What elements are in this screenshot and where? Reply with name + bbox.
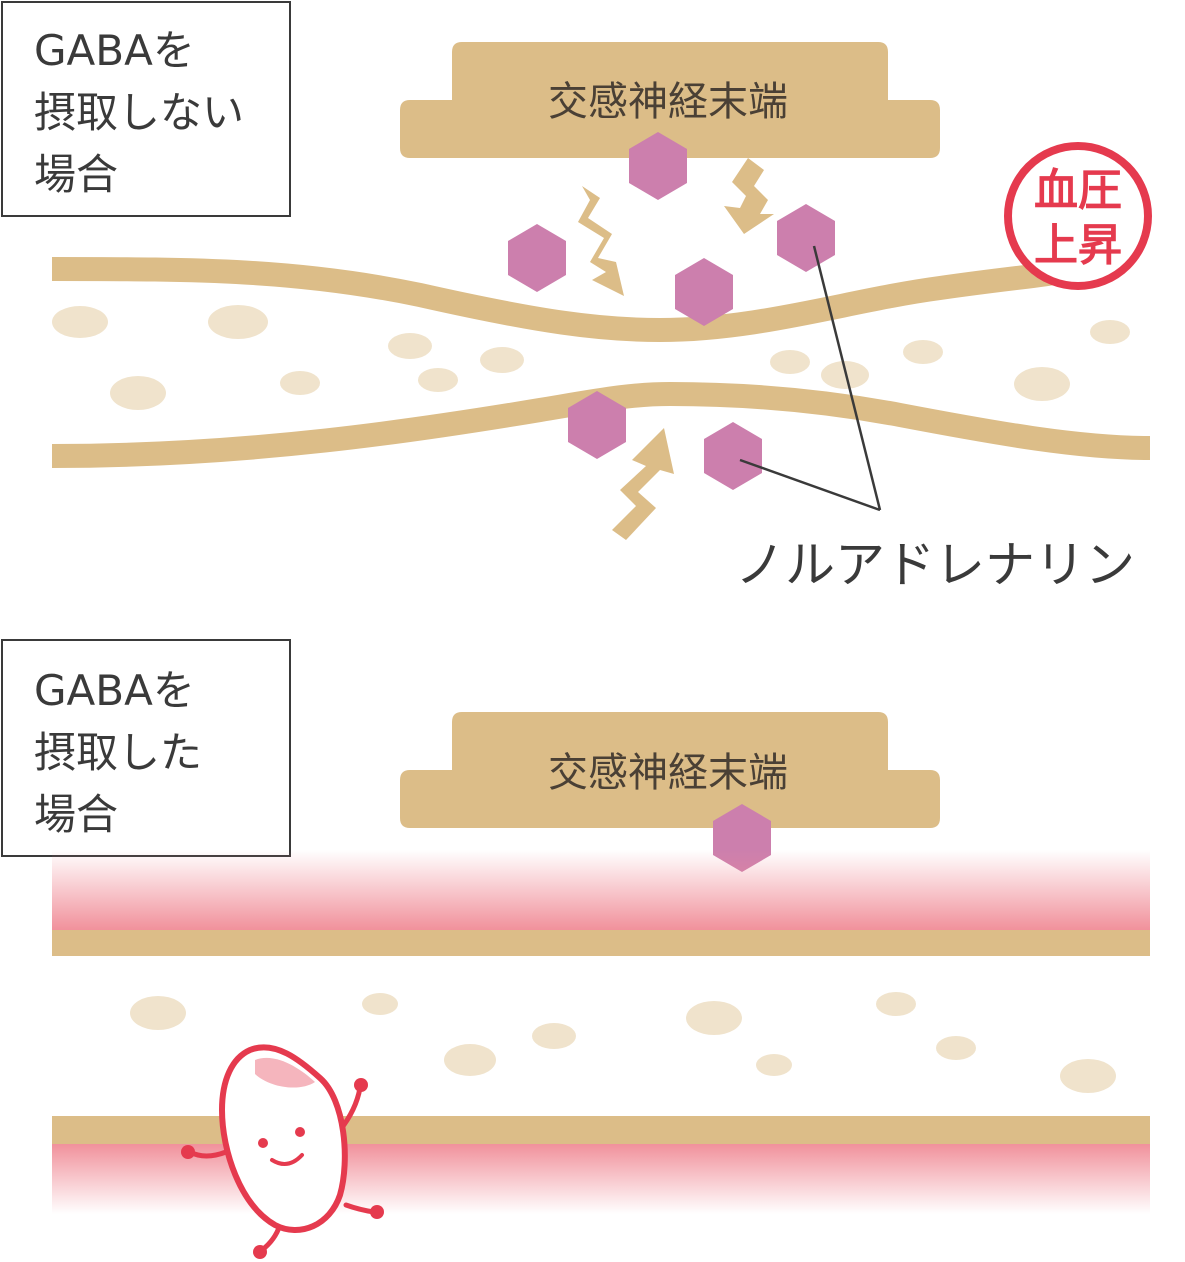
blood-cell — [936, 1036, 976, 1060]
blood-cell — [532, 1023, 576, 1049]
blood-cell — [686, 1001, 742, 1035]
sympathetic-nerve-terminal-top: 交感神経末端 — [400, 42, 940, 158]
panel-without-gaba: GABAを 摂取しない 場合 交感神経末端 — [1, 1, 1152, 594]
label-line-1: GABAを — [34, 26, 195, 75]
blood-cell — [480, 347, 524, 373]
blood-cell — [770, 350, 810, 374]
blood-cell — [280, 371, 320, 395]
lightning-arrow-icon — [578, 186, 624, 296]
noradrenaline-hexagon-icon — [777, 204, 835, 272]
badge-line-1: 血圧 — [1034, 165, 1122, 216]
noradrenaline-hexagon-icon — [704, 422, 762, 490]
signal-arrows-top — [578, 158, 774, 540]
blood-cell — [110, 376, 166, 410]
sympathetic-nerve-terminal-bottom: 交感神経末端 — [400, 712, 940, 828]
blood-cell — [418, 368, 458, 392]
noradrenaline-hexagon-icon — [508, 224, 566, 292]
vessel-wall-top — [52, 930, 1150, 956]
blood-cell — [208, 305, 268, 339]
badge-line-2: 上昇 — [1034, 220, 1122, 271]
lightning-arrow-icon — [612, 428, 674, 540]
blood-cell — [444, 1044, 496, 1076]
blood-cell — [876, 992, 916, 1016]
constricted-vessel — [51, 257, 1151, 468]
blood-cell — [1090, 320, 1130, 344]
relaxed-vessel — [52, 850, 1150, 1214]
noradrenaline-label: ノルアドレナリン — [735, 536, 1135, 594]
blood-pressure-badge: 血圧 上昇 — [1004, 142, 1152, 290]
label-box-with: GABAを 摂取した 場合 — [1, 639, 291, 857]
panel-with-gaba: GABAを 摂取した 場合 交感神経末端 — [1, 639, 1150, 1259]
label-line-1: GABAを — [34, 666, 195, 715]
blood-cell — [903, 340, 943, 364]
nerve-terminal-label: 交感神経末端 — [548, 79, 788, 125]
label-line-3: 場合 — [34, 790, 118, 839]
callout-lines — [739, 245, 882, 512]
gaba-mascot-icon — [181, 1044, 384, 1259]
blood-cell — [52, 306, 108, 338]
blood-cell — [1014, 367, 1070, 401]
lightning-arrow-icon — [724, 158, 774, 234]
blood-cell — [362, 993, 398, 1015]
label-box-without: GABAを 摂取しない 場合 — [1, 1, 291, 217]
relaxation-glow-top — [52, 850, 1150, 930]
blood-cell — [130, 996, 186, 1030]
blood-cell — [1060, 1059, 1116, 1093]
vessel-wall-bottom — [52, 1116, 1150, 1144]
label-line-2: 摂取した — [34, 728, 202, 777]
label-line-3: 場合 — [34, 150, 118, 199]
label-line-2: 摂取しない — [34, 88, 244, 137]
blood-cell — [388, 333, 432, 359]
nerve-terminal-label: 交感神経末端 — [548, 750, 788, 796]
blood-cell — [756, 1054, 792, 1076]
